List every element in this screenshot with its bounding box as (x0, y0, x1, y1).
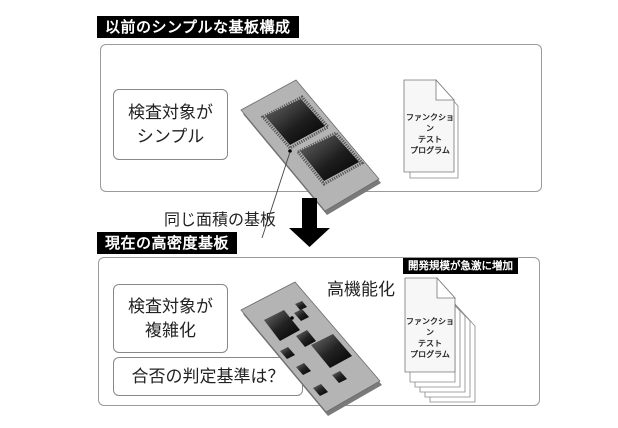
doc-line2: テスト (418, 339, 442, 348)
board-anchor-dot (288, 149, 292, 153)
document-page (403, 78, 455, 173)
bga-chip (294, 309, 309, 321)
bottom-section-title: 現在の高密度基板 (97, 232, 238, 254)
document-page (404, 276, 456, 373)
high-function-label: 高機能化 (327, 280, 395, 300)
bottom-inspection-box: 検査対象が 複雑化 (113, 284, 228, 353)
bga-chip (280, 347, 295, 359)
qfp-chip (260, 95, 331, 150)
judgement-criteria-text: 合否の判定基準は？ (131, 366, 285, 387)
doc-line1: ファンクション (406, 113, 454, 133)
bga-chip (313, 384, 328, 396)
top-section-title: 以前のシンプルな基板構成 (97, 16, 299, 38)
bga-chip (332, 371, 347, 383)
top-inspection-line2: シンプル (136, 126, 205, 147)
bottom-inspection-line2: 複雑化 (145, 320, 196, 341)
judgement-criteria-box: 合否の判定基準は？ (113, 357, 303, 396)
same-area-label: 同じ面積の基板 (164, 210, 277, 229)
bga-chip (296, 330, 316, 347)
top-document-label: ファンクション テスト プログラム (405, 112, 455, 156)
top-inspection-line1: 検査対象が (128, 102, 213, 123)
bga-chip (295, 301, 307, 310)
dev-scale-badge: 開発規模が急激に増加 (403, 258, 518, 274)
doc-line2: テスト (418, 135, 442, 144)
bga-chip (296, 363, 311, 375)
doc-line1: ファンクション (406, 317, 454, 337)
bga-chip (264, 310, 300, 341)
bga-chip (311, 334, 352, 368)
bottom-inspection-line1: 検査対象が (128, 296, 213, 317)
doc-line3: プログラム (410, 350, 450, 359)
top-inspection-box: 検査対象が シンプル (113, 89, 228, 160)
bottom-document-label: ファンクション テスト プログラム (405, 316, 455, 360)
doc-line3: プログラム (410, 146, 450, 155)
qfp-chip (295, 131, 365, 186)
